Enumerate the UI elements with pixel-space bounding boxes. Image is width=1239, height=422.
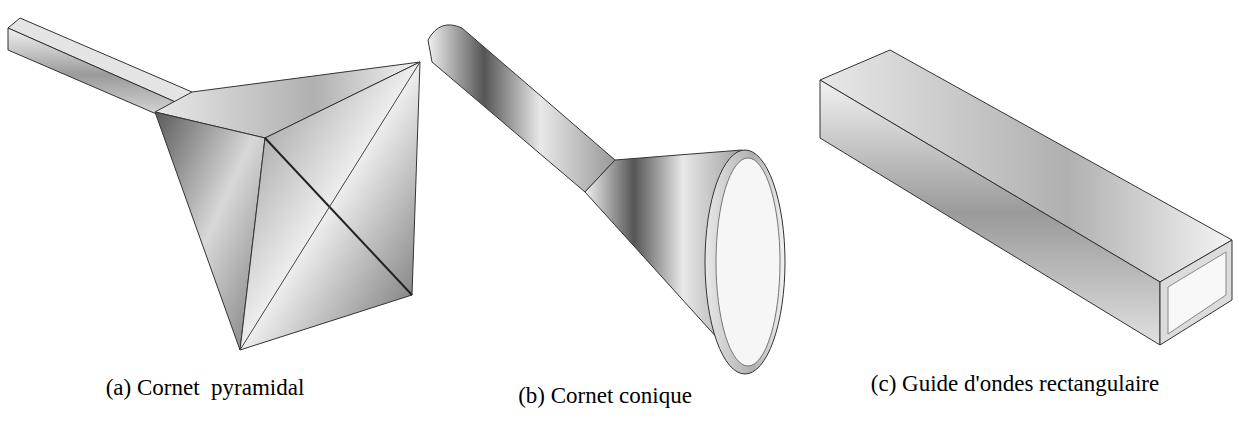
- rectangular-waveguide: [820, 50, 1232, 345]
- figure-caption: (b) Cornet conique: [518, 382, 692, 410]
- figure-caption: (a) Cornet pyramidal: [106, 374, 305, 402]
- conical-horn: [428, 25, 785, 374]
- pyramidal-horn: [8, 18, 420, 350]
- figure-caption: (c) Guide d'ondes rectangulaire: [871, 370, 1159, 398]
